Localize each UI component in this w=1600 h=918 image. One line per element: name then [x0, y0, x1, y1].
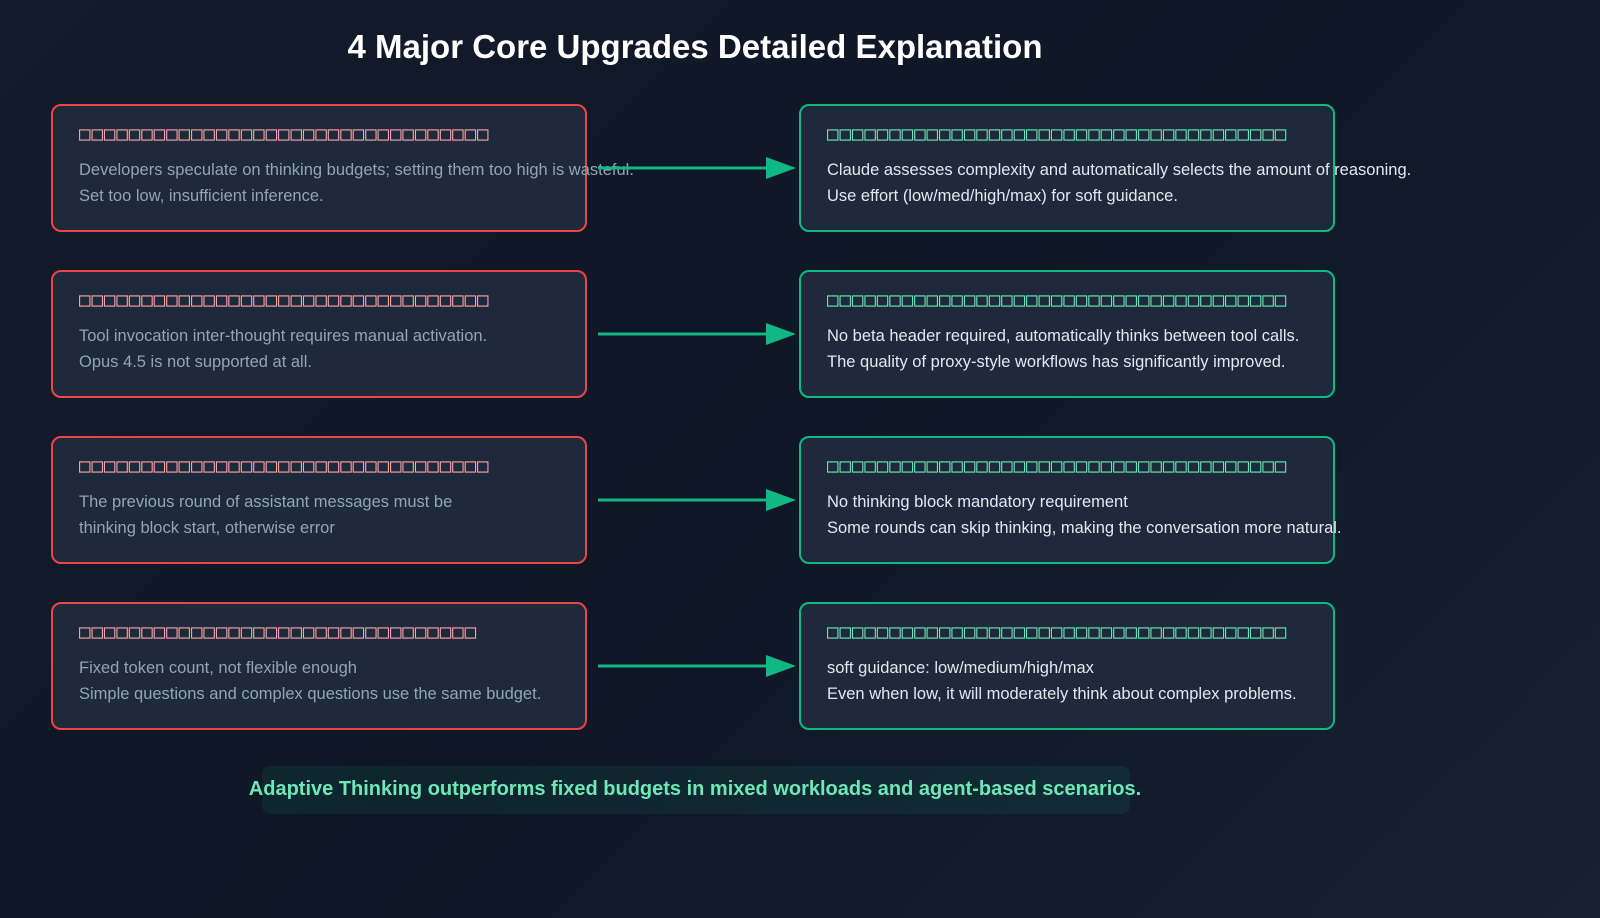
old-description-line: Opus 4.5 is not supported at all.: [79, 353, 312, 371]
new-description-line: Use effort (low/med/high/max) for soft g…: [827, 187, 1178, 205]
old-behavior-box-1: □□□□□□□□□□□□□□□□□□□□□□□□□□□□□□□□□ Develo…: [51, 104, 634, 232]
new-behavior-box-2: □□□□□□□□□□□□□□□□□□□□□□□□□□□□□□□□□□□□□ No…: [799, 270, 1335, 398]
old-behavior-box-4: □□□□□□□□□□□□□□□□□□□□□□□□□□□□□□□□ Fixed t…: [51, 602, 587, 730]
new-description: No thinking block mandatory requirement …: [827, 489, 1342, 541]
new-description-line: No beta header required, automatically t…: [827, 327, 1300, 345]
new-heading: □□□□□□□□□□□□□□□□□□□□□□□□□□□□□□□□□□□□□: [827, 289, 1288, 311]
arrow-right-icon: [598, 655, 796, 677]
old-description-line: The previous round of assistant messages…: [79, 493, 453, 511]
old-description-line: Tool invocation inter-thought requires m…: [79, 327, 488, 345]
page-title: 4 Major Core Upgrades Detailed Explanati…: [347, 28, 1043, 65]
old-description-line: thinking block start, otherwise error: [79, 519, 335, 537]
new-description-line: soft guidance: low/medium/high/max: [827, 659, 1094, 677]
new-heading: □□□□□□□□□□□□□□□□□□□□□□□□□□□□□□□□□□□□□: [827, 621, 1288, 643]
old-description-line: Set too low, insufficient inference.: [79, 187, 324, 205]
summary-text: Adaptive Thinking outperforms fixed budg…: [248, 778, 1142, 800]
new-heading: □□□□□□□□□□□□□□□□□□□□□□□□□□□□□□□□□□□□□: [827, 123, 1288, 145]
old-heading: □□□□□□□□□□□□□□□□□□□□□□□□□□□□□□□□□: [79, 123, 490, 145]
new-behavior-box-4: □□□□□□□□□□□□□□□□□□□□□□□□□□□□□□□□□□□□□ so…: [799, 602, 1335, 730]
old-description-line: Developers speculate on thinking budgets…: [79, 161, 634, 179]
old-description: Developers speculate on thinking budgets…: [79, 157, 634, 209]
old-description: Fixed token count, not flexible enough S…: [79, 655, 541, 707]
new-behavior-box-3: □□□□□□□□□□□□□□□□□□□□□□□□□□□□□□□□□□□□□ No…: [799, 436, 1342, 564]
old-description-line: Simple questions and complex questions u…: [79, 685, 542, 703]
summary-banner: [262, 766, 1130, 814]
old-heading: □□□□□□□□□□□□□□□□□□□□□□□□□□□□□□□□: [79, 621, 478, 643]
arrow-right-icon: [598, 489, 796, 511]
new-description: Claude assesses complexity and automatic…: [827, 157, 1411, 209]
old-description-line: Fixed token count, not flexible enough: [79, 659, 357, 677]
new-description-line: No thinking block mandatory requirement: [827, 493, 1128, 511]
old-description: The previous round of assistant messages…: [79, 489, 452, 541]
arrow-right-icon: [598, 157, 796, 179]
old-behavior-box-2: □□□□□□□□□□□□□□□□□□□□□□□□□□□□□□□□□ Tool i…: [51, 270, 587, 398]
new-heading: □□□□□□□□□□□□□□□□□□□□□□□□□□□□□□□□□□□□□: [827, 455, 1288, 477]
new-behavior-box-1: □□□□□□□□□□□□□□□□□□□□□□□□□□□□□□□□□□□□□ Cl…: [799, 104, 1411, 232]
new-description: soft guidance: low/medium/high/max Even …: [827, 655, 1297, 707]
new-description: No beta header required, automatically t…: [827, 323, 1299, 375]
new-description-line: Claude assesses complexity and automatic…: [827, 161, 1412, 179]
old-description: Tool invocation inter-thought requires m…: [79, 323, 487, 375]
new-description-line: The quality of proxy-style workflows has…: [827, 353, 1286, 371]
old-behavior-box-3: □□□□□□□□□□□□□□□□□□□□□□□□□□□□□□□□□ The pr…: [51, 436, 587, 564]
arrow-right-icon: [598, 323, 796, 345]
old-heading: □□□□□□□□□□□□□□□□□□□□□□□□□□□□□□□□□: [79, 289, 490, 311]
new-description-line: Even when low, it will moderately think …: [827, 685, 1297, 703]
old-heading: □□□□□□□□□□□□□□□□□□□□□□□□□□□□□□□□□: [79, 455, 490, 477]
new-description-line: Some rounds can skip thinking, making th…: [827, 519, 1342, 537]
